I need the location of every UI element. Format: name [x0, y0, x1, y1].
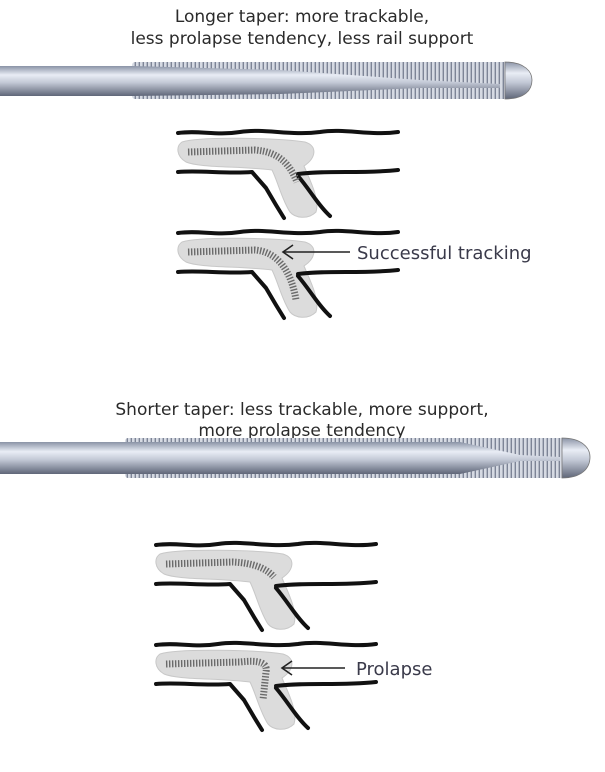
vessel-diagram-tracking	[175, 228, 400, 320]
vessel-diagram-before	[153, 540, 378, 632]
guidewire-long-taper	[0, 61, 533, 100]
guidewire-short-taper	[0, 437, 591, 479]
vessel-diagram-before	[175, 128, 400, 220]
section-shorter-taper: Shorter taper: less trackable, more supp…	[0, 400, 591, 732]
section-longer-taper: Longer taper: more trackable, less prola…	[0, 7, 533, 320]
annotation-prolapse: Prolapse	[356, 659, 432, 680]
caption-line-1: Longer taper: more trackable,	[175, 7, 429, 27]
vessel-diagram-prolapse	[153, 640, 378, 732]
annotation-successful-tracking: Successful tracking	[357, 243, 532, 264]
caption-line-1: Shorter taper: less trackable, more supp…	[115, 400, 488, 420]
caption-line-2: less prolapse tendency, less rail suppor…	[131, 29, 474, 49]
arrow-prolapse	[280, 660, 345, 676]
arrow-successful-tracking	[281, 244, 350, 260]
caption-line-2: more prolapse tendency	[198, 421, 405, 441]
